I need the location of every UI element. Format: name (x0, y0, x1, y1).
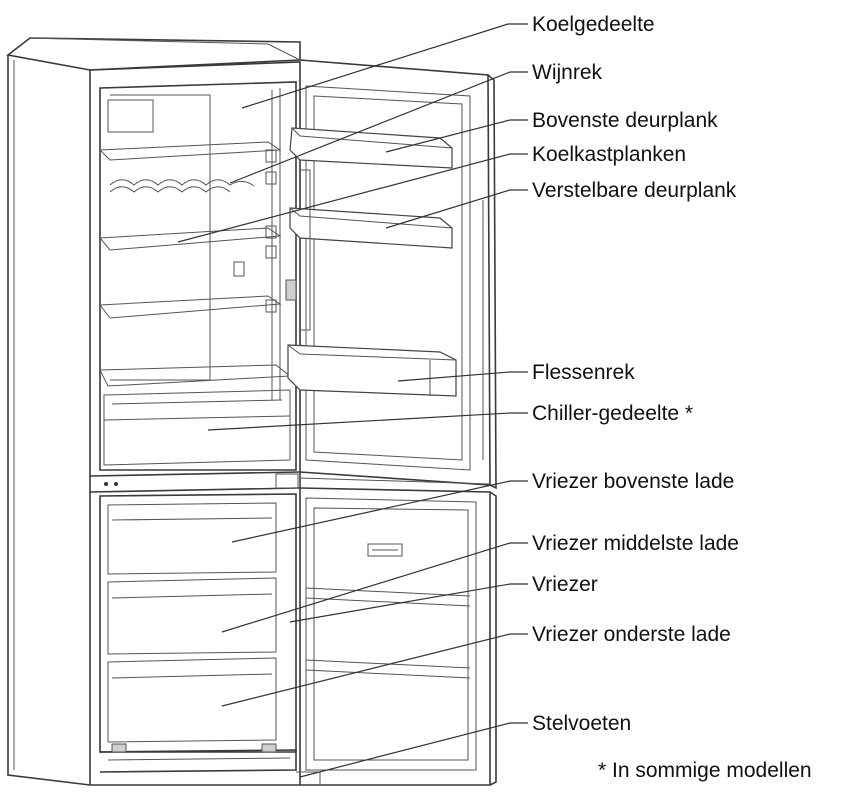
labels: Koelgedeelte Wijnrek Bovenste deurplank … (532, 13, 812, 782)
leader-chiller-gedeelte (207, 412, 528, 431)
label-stelvoeten: Stelvoeten (532, 712, 631, 735)
label-chiller-gedeelte: Chiller-gedeelte * (532, 402, 693, 425)
label-vriezer-bovenste-lade: Vriezer bovenste lade (532, 470, 734, 493)
label-flessenrek: Flessenrek (532, 361, 635, 384)
leader-bovenste-deurplank (385, 119, 528, 153)
leader-vriezer-bovenste-lade (231, 480, 528, 543)
label-vriezer-middelste-lade: Vriezer middelste lade (532, 532, 739, 555)
fridge-illustration (6, 37, 497, 786)
label-koelgedeelte: Koelgedeelte (532, 13, 655, 36)
label-bovenste-deurplank: Bovenste deurplank (532, 109, 718, 132)
footnote: * In sommige modellen (598, 759, 812, 782)
label-verstelbare-deurplank: Verstelbare deurplank (532, 179, 737, 202)
leader-vriezer (289, 583, 528, 623)
leader-vriezer-onderste-lade (221, 633, 528, 707)
label-wijnrek: Wijnrek (532, 61, 603, 84)
leader-koelkastplanken (177, 153, 528, 243)
label-vriezer-onderste-lade: Vriezer onderste lade (532, 623, 731, 646)
leader-vriezer-middelste-lade (221, 542, 528, 633)
leader-lines (177, 23, 528, 778)
leader-verstelbare-deurplank (385, 189, 528, 229)
label-koelkastplanken: Koelkastplanken (532, 143, 686, 166)
leader-wijnrek (229, 71, 528, 184)
leader-flessenrek (397, 371, 528, 382)
leader-koelgedeelte (241, 23, 528, 109)
leader-stelvoeten (299, 722, 528, 778)
label-vriezer: Vriezer (532, 573, 598, 596)
